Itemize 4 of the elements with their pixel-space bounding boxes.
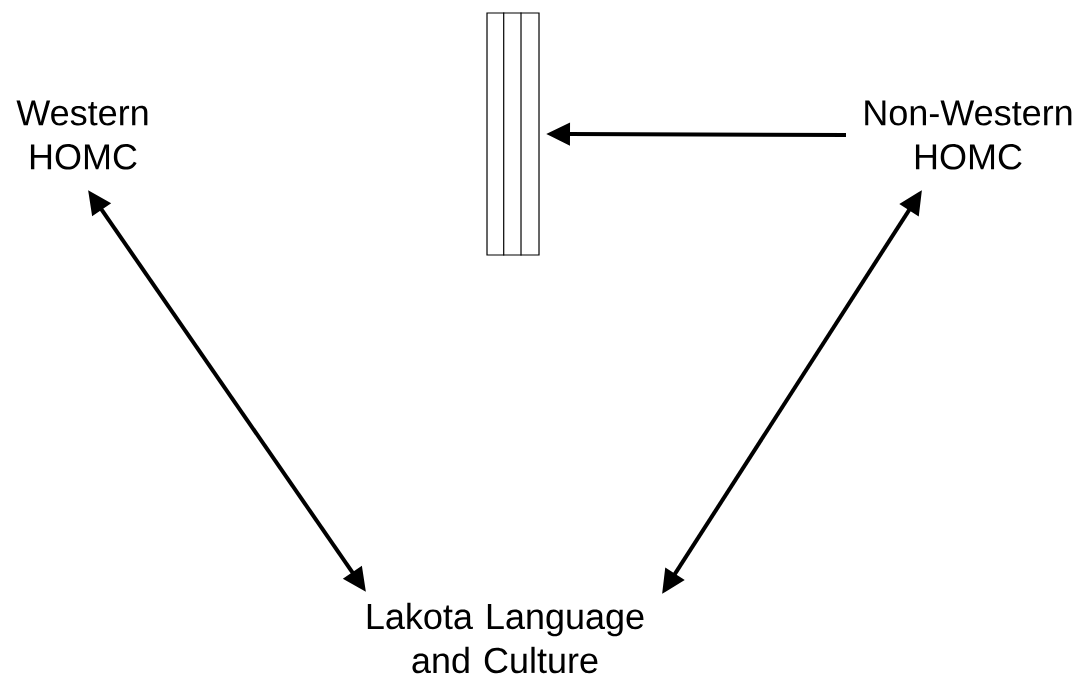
label-text: Lakota Language and Culture	[367, 602, 644, 674]
label-text: Non-Western HOMC	[865, 100, 1072, 170]
barrier-drawing	[486, 11, 540, 257]
label-text: Western HOMC	[16, 100, 148, 170]
